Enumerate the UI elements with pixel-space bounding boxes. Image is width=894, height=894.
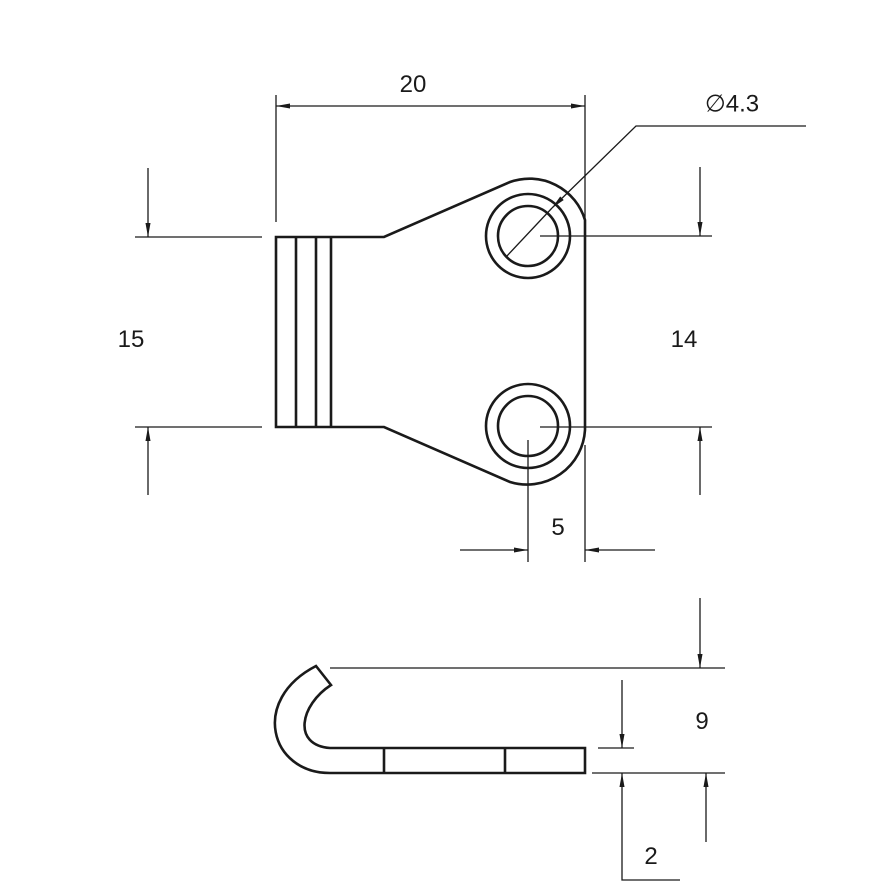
side-height-label: 9: [695, 708, 709, 735]
front-dimensions: [135, 95, 806, 562]
thickness-leader: [619, 773, 680, 881]
thickness-label: 2: [644, 843, 658, 870]
side-view: [273, 664, 587, 775]
side-dimensions: [330, 598, 725, 881]
hole-spacing-label: 14: [670, 326, 698, 353]
bracket-outline: [274, 177, 587, 486]
hole-edge-label: 5: [551, 514, 565, 541]
front-view: [274, 177, 587, 486]
diameter-leader: [551, 125, 806, 209]
height-label: 15: [117, 326, 145, 353]
hook-profile: [273, 664, 587, 775]
width-label: 20: [399, 71, 427, 98]
hole-diameter-label: ∅4.3: [704, 90, 760, 118]
